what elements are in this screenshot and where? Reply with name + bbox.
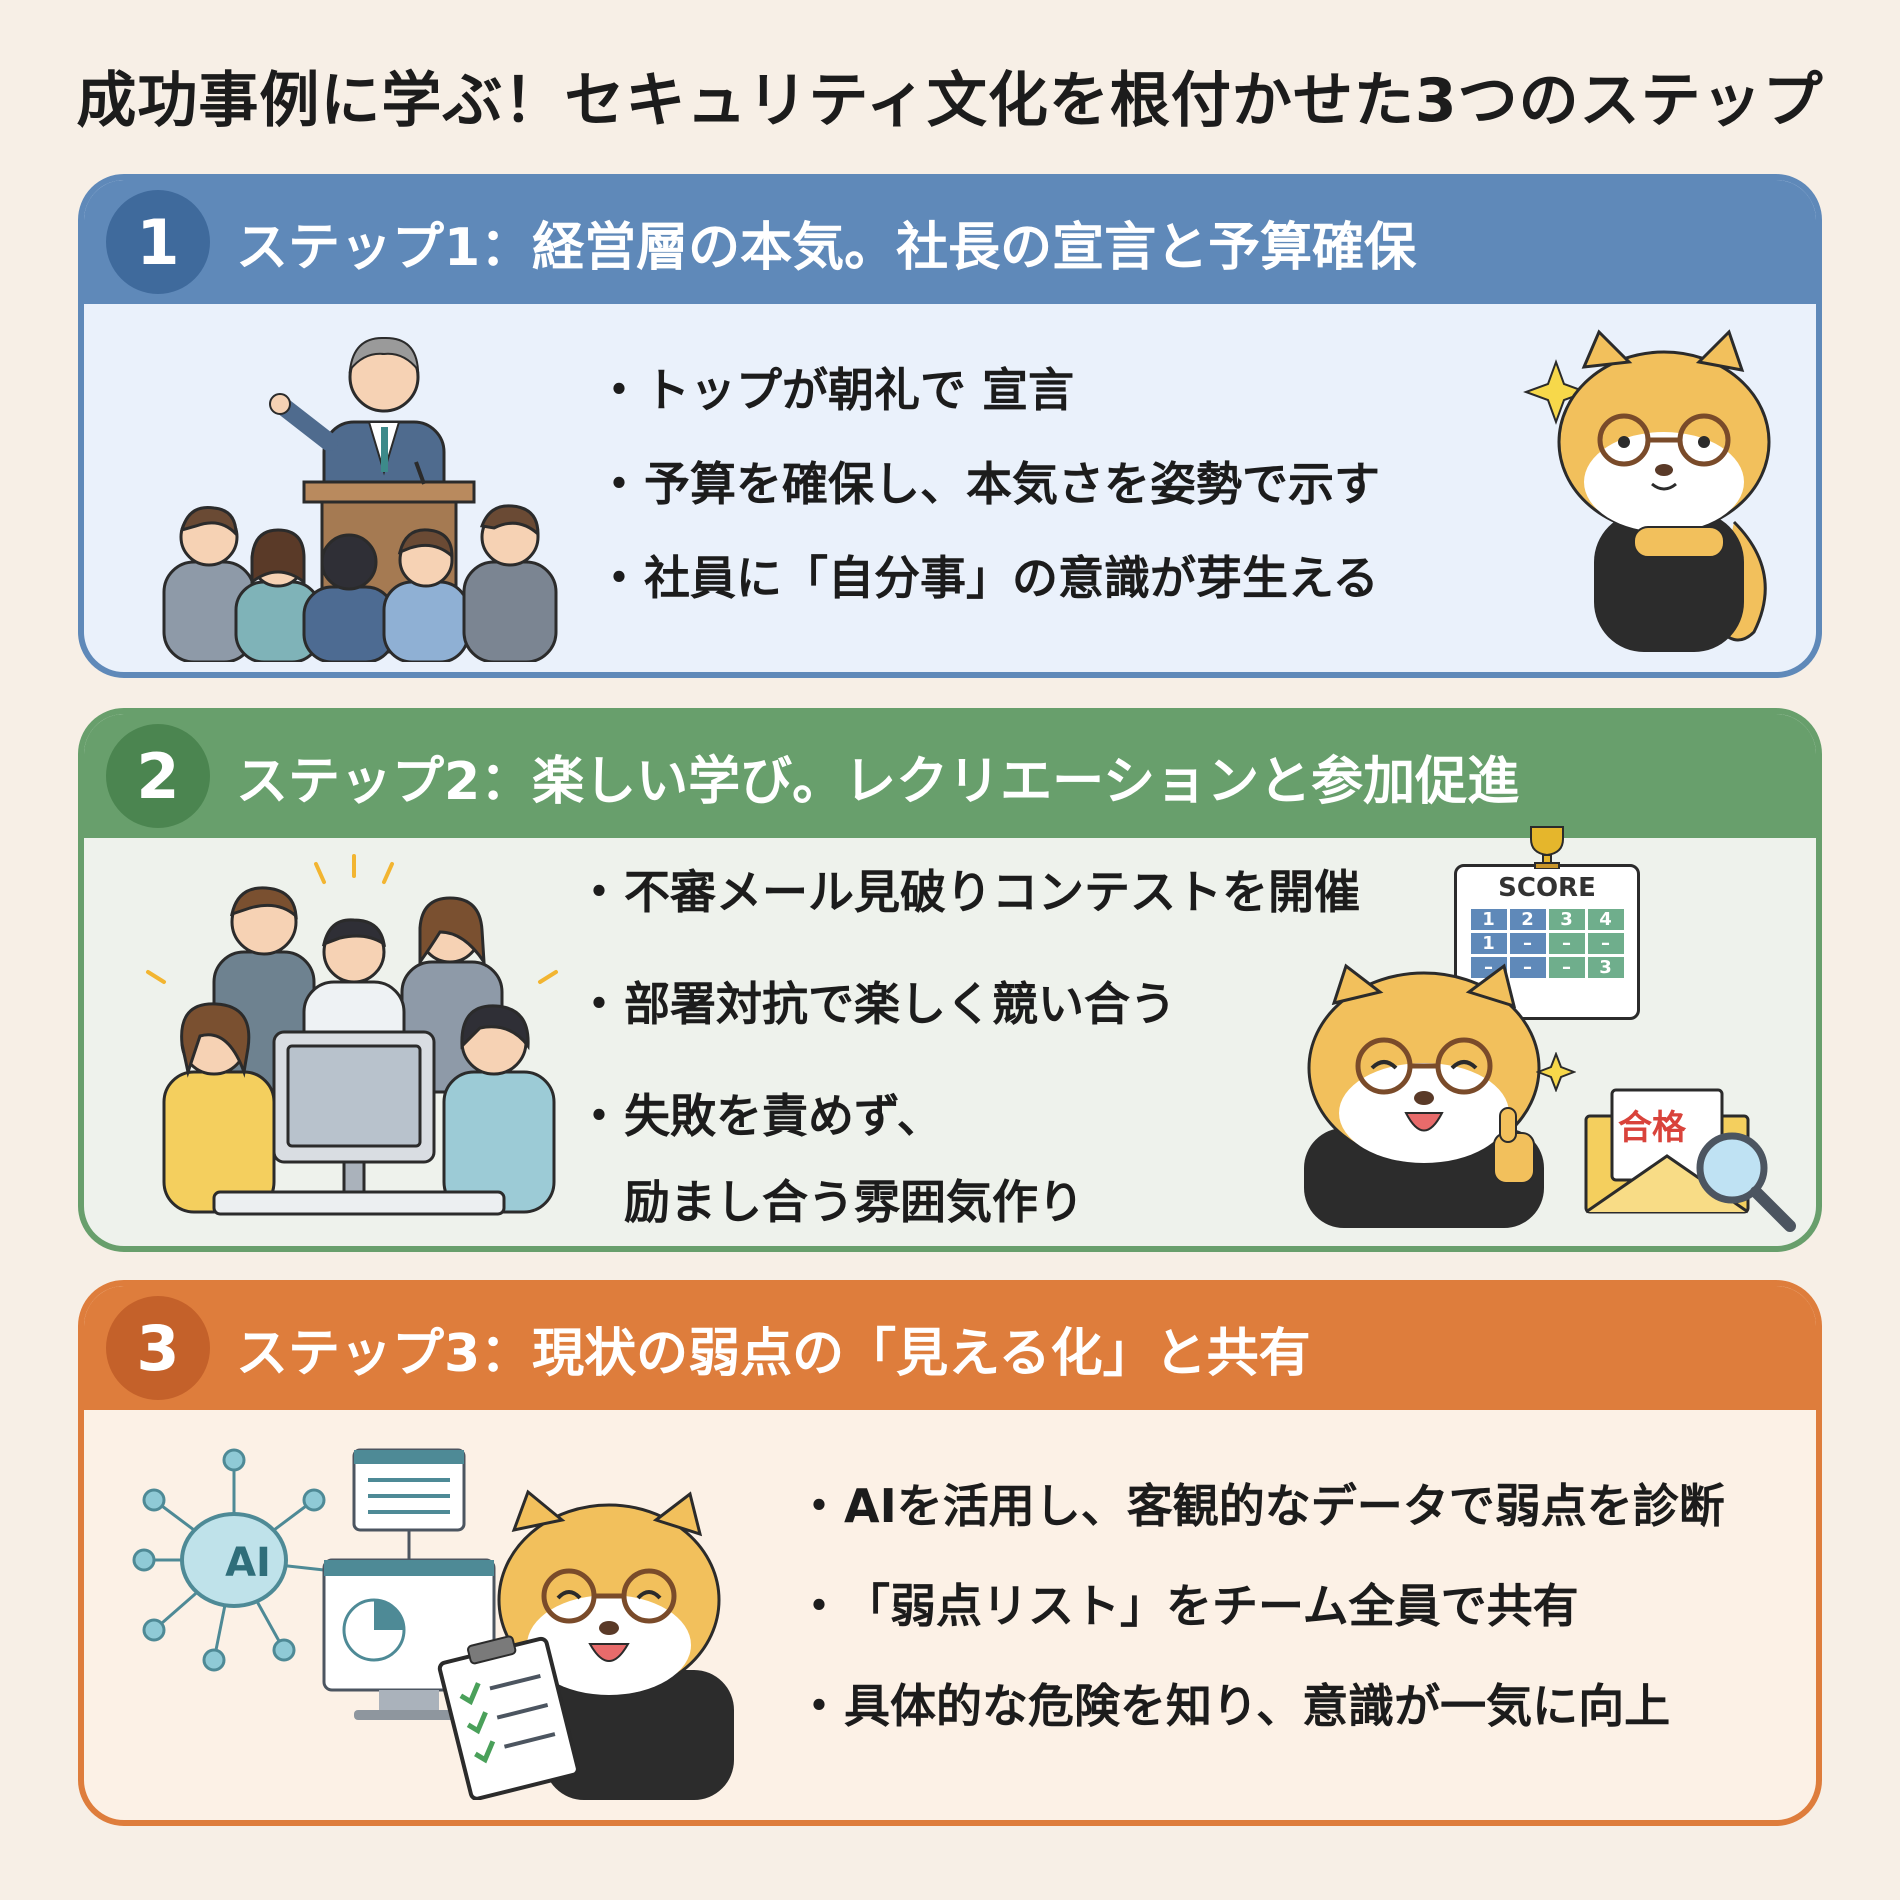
trophy-icon: [1530, 826, 1564, 869]
score-cell: –: [1509, 933, 1546, 954]
score-header-cell: 1: [1470, 909, 1507, 930]
step-2-bullet-text: 失敗を責めず、: [624, 1089, 943, 1143]
mascot-clipboard-illustration: [437, 1489, 734, 1800]
step-3-card: 3 ステップ3：現状の弱点の「見える化」と共有: [78, 1280, 1822, 1826]
step-2-number-badge: 2: [106, 724, 210, 828]
score-grid: 1 2 3 4 1 – – – – – – 3: [1457, 909, 1637, 978]
step-2-card: 2 ステップ2：楽しい学び。レクリエーションと参加促進: [78, 708, 1822, 1252]
step-2-header: 2 ステップ2：楽しい学び。レクリエーションと参加促進: [84, 714, 1816, 838]
step-3-title: ステップ3：現状の弱点の「見える化」と共有: [236, 1323, 1311, 1384]
score-cell: –: [1548, 933, 1585, 954]
score-header-cell: 3: [1548, 909, 1585, 930]
step-3-bullet: 具体的な危険を知り、意識が一気に向上: [796, 1670, 1725, 1736]
envelope-icon: [1584, 1088, 1750, 1214]
scoreboard: SCORE 1 2 3 4 1 – – – – – – 3: [1454, 826, 1640, 1020]
step-2-bullet: 不審メール見破りコンテストを開催: [576, 856, 1360, 922]
ai-label: AI: [225, 1540, 271, 1586]
sparkle-icon: [1536, 1052, 1576, 1092]
step-1-title: ステップ1：経営層の本気。社長の宣言と予算確保: [236, 217, 1417, 278]
step-3-header: 3 ステップ3：現状の弱点の「見える化」と共有: [84, 1286, 1816, 1410]
page-title: 成功事例に学ぶ！セキュリティ文化を根付かせた3つのステップ: [76, 66, 1824, 136]
team-at-computer-illustration: [146, 854, 558, 1216]
score-cell: –: [1509, 957, 1546, 978]
score-cell: 3: [1587, 957, 1624, 978]
step-3-body: AI: [84, 1410, 1816, 1820]
step-1-header: 1 ステップ1：経営層の本気。社長の宣言と予算確保: [84, 180, 1816, 304]
step-2-bullet: 部署対抗で楽しく競い合う: [576, 968, 1360, 1034]
score-header-cell: 4: [1587, 909, 1624, 930]
step-2-bullet: 失敗を責めず、 励まし合う雰囲気作り: [576, 1080, 1360, 1232]
step-1-bullets: トップが朝礼で 宣言 予算を確保し、本気さを姿勢で示す 社員に「自分事」の意識が…: [596, 354, 1380, 608]
magnifier-icon: [1696, 1132, 1796, 1232]
step-3-bullet: AIを活用し、客観的なデータで弱点を診断: [796, 1470, 1725, 1536]
step-3-bullets: AIを活用し、客観的なデータで弱点を診断 「弱点リスト」をチーム全員で共有 具体…: [796, 1470, 1725, 1736]
step-3-number-badge: 3: [106, 1296, 210, 1400]
step-1-bullet: トップが朝礼で 宣言: [596, 354, 1380, 420]
step-2-bullets: 不審メール見破りコンテストを開催 部署対抗で楽しく競い合う 失敗を責めず、 励ま…: [576, 856, 1360, 1232]
step-1-card: 1 ステップ1：経営層の本気。社長の宣言と予算確保: [78, 174, 1822, 678]
mascot-confident-illustration: [1523, 329, 1771, 652]
score-cell: –: [1587, 933, 1624, 954]
step-1-bullet: 社員に「自分事」の意識が芽生える: [596, 542, 1380, 608]
speaker-at-podium-illustration: [162, 336, 558, 662]
scoreboard-label: SCORE: [1498, 873, 1596, 903]
step-2-body: 不審メール見破りコンテストを開催 部署対抗で楽しく競い合う 失敗を責めず、 励ま…: [84, 826, 1816, 1246]
step-1-body: トップが朝礼で 宣言 予算を確保し、本気さを姿勢で示す 社員に「自分事」の意識が…: [84, 304, 1816, 672]
step-2-title: ステップ2：楽しい学び。レクリエーションと参加促進: [236, 751, 1520, 812]
step-1-bullet: 予算を確保し、本気さを姿勢で示す: [596, 448, 1380, 514]
score-cell: 1: [1470, 933, 1507, 954]
ai-network-dashboard-illustration: [132, 1448, 496, 1720]
step-2-bullet-continuation: 励まし合う雰囲気作り: [624, 1175, 1084, 1229]
score-header-cell: 2: [1509, 909, 1546, 930]
pass-stamp: 合格: [1618, 1108, 1686, 1148]
step-3-bullet: 「弱点リスト」をチーム全員で共有: [796, 1570, 1725, 1636]
score-cell: –: [1548, 957, 1585, 978]
step-1-number-badge: 1: [106, 190, 210, 294]
mascot-thumbs-up-illustration: [1304, 963, 1544, 1228]
